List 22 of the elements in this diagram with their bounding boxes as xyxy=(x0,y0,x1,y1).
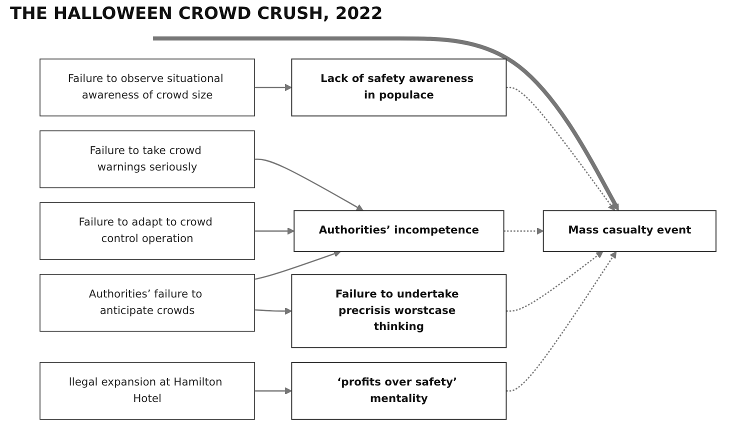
node-box: Authorities’ incompetence xyxy=(294,210,504,252)
arrow xyxy=(254,307,292,315)
arrow xyxy=(254,158,364,211)
arrow xyxy=(254,250,342,280)
node-box: Authorities’ failure to anticipate crowds xyxy=(40,274,255,332)
arrow xyxy=(504,227,544,235)
arrow xyxy=(254,227,294,235)
diagram-title: THE HALLOWEEN CROWD CRUSH, 2022 xyxy=(10,4,383,24)
node-box: Failure to take crowd warnings seriously xyxy=(40,130,255,188)
arrow xyxy=(254,84,292,92)
arrow xyxy=(254,387,292,395)
node-box: llegal expansion at Hamilton Hotel xyxy=(40,362,255,420)
arrow xyxy=(506,251,617,392)
node-box: Mass casualty event xyxy=(542,210,716,252)
node-box: ‘profits over safety’ mentality xyxy=(291,362,507,420)
arrow xyxy=(506,251,604,312)
arrow xyxy=(506,86,616,211)
arrow xyxy=(153,36,619,211)
node-box: Failure to undertake precrisis worstcase thinking xyxy=(291,274,507,348)
node-box: Failure to observe situational awareness of crowd size xyxy=(40,58,255,116)
node-box: Failure to adapt to crowd control operation xyxy=(40,202,255,260)
node-box: Lack of safety awareness in populace xyxy=(291,58,507,116)
